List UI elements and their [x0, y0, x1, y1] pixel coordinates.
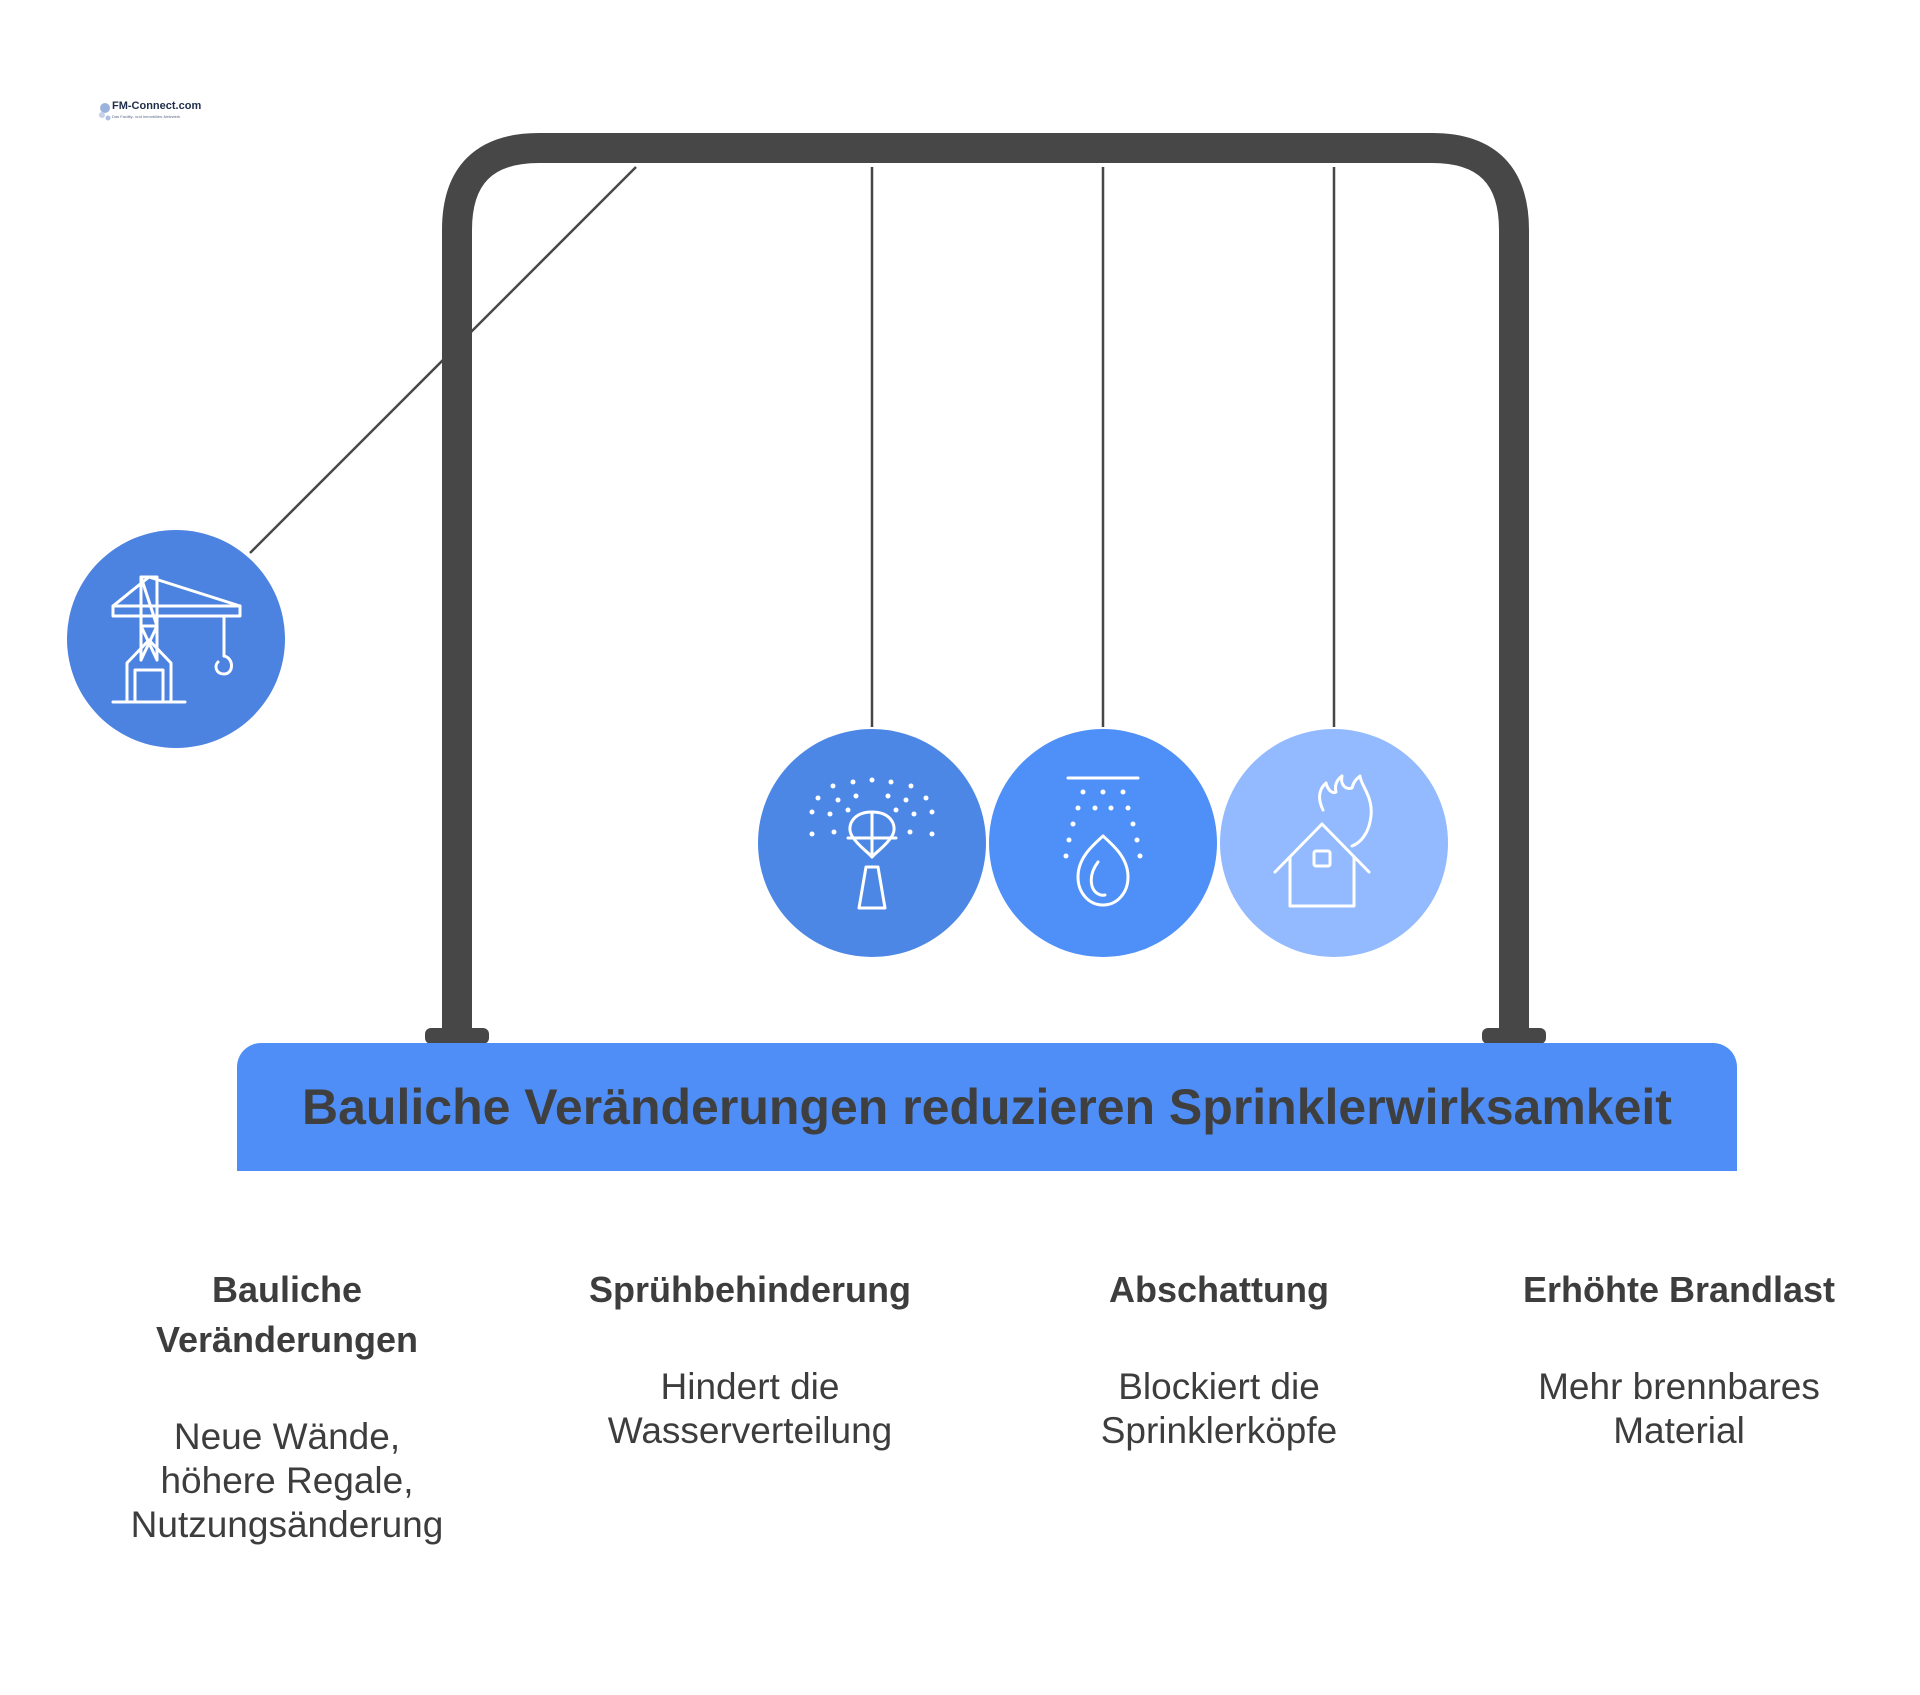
frame-foot-right: [1482, 1028, 1546, 1044]
banner-title: Bauliche Veränderungen reduzieren Sprink…: [302, 1079, 1672, 1135]
logo-tagline: Das Facility- und Immobilien-Netzwerk: [112, 114, 181, 119]
burning-house-icon: [1273, 774, 1373, 908]
caption-title: Abschattung: [1109, 1269, 1329, 1310]
crane-icon: [111, 575, 242, 704]
frame-foot-left: [425, 1028, 489, 1044]
ball-burning-house: [1220, 729, 1448, 957]
ball-sprinkler: [758, 729, 986, 957]
water-spray-dots: [809, 777, 935, 837]
string-crane: [249, 166, 637, 554]
sprinkler-fire-icon: [1066, 776, 1140, 907]
caption-title: Sprühbehinderung: [589, 1269, 911, 1310]
logo-name: FM-Connect.com: [112, 100, 202, 112]
cradle-frame: [442, 133, 1529, 1033]
sprinkler-icon: [846, 810, 898, 910]
caption-title: Erhöhte Brandlast: [1522, 1269, 1836, 1310]
fm-connect-logo: FM-Connect.com Das Facility- und Immobil…: [98, 98, 201, 128]
caption-description: Neue Wände,höhere Regale,Nutzungsänderun…: [130, 1416, 444, 1545]
ball-sprinkler-fire: [989, 729, 1217, 957]
water-drop-dots: [1063, 789, 1143, 859]
ball-crane: [67, 530, 285, 748]
logo-splash-icon: [99, 103, 111, 121]
main-banner: Bauliche Veränderungen reduzieren Sprink…: [237, 1043, 1737, 1171]
